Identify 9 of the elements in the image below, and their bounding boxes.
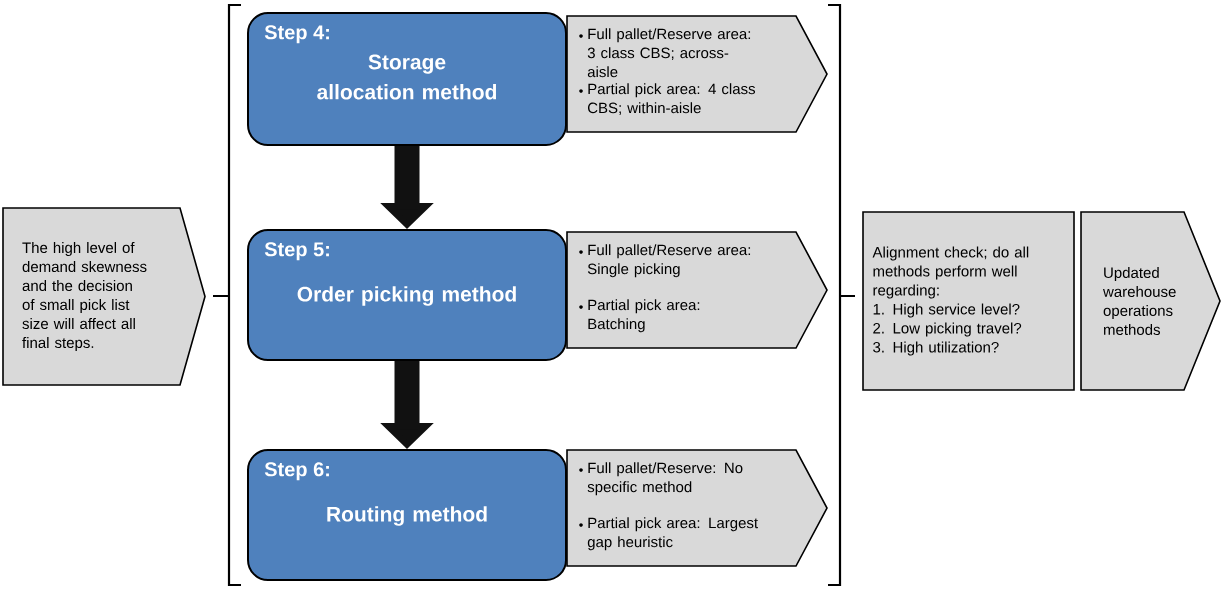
step-box: Step 5: Order picking method bbox=[247, 229, 567, 361]
arrow-shaped-box: The high level of demand skewness and the decision of small pick list size will affect all final steps. bbox=[2, 207, 206, 386]
arrow-shaped-box: Updated warehouse operations methods bbox=[1080, 211, 1221, 391]
step-box: Step 4: Storage allocation method bbox=[247, 12, 567, 146]
arrow-shaped-box: Full pallet/Reserve: No specific method Partial pick area: Largest gap heuristic bbox=[566, 449, 828, 567]
arrow-shaped-box: Full pallet/Reserve area: Single picking Partial pick area: Batching bbox=[566, 231, 828, 349]
step-box: Step 6: Routing method bbox=[247, 449, 567, 581]
check-box: Alignment check; do all methods perform well regarding: 1. High service level? 2. Low picking travel? 3. High utilization? bbox=[862, 211, 1075, 391]
arrow-shaped-box: Full pallet/Reserve area: 3 class CBS; across-aisle Partial pick area: 4 class CBS; within-aisle bbox=[566, 15, 828, 133]
